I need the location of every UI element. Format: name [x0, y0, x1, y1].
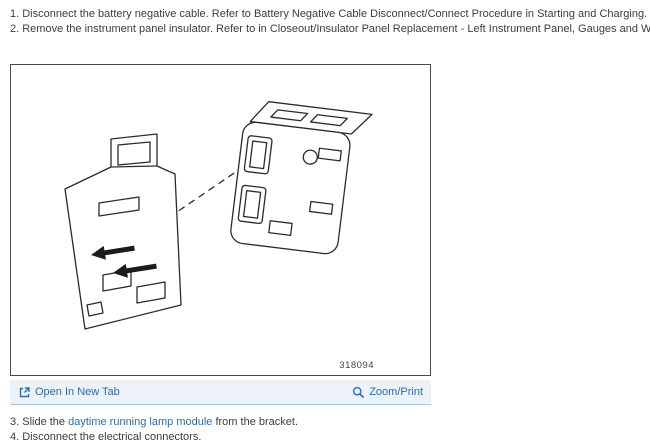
step-3: 3. Slide the daytime running lamp module…: [10, 415, 640, 430]
open-in-new-tab-link[interactable]: Open In New Tab: [18, 386, 120, 399]
steps-bottom: 3. Slide the daytime running lamp module…: [10, 415, 640, 445]
daytime-running-lamp-module-link[interactable]: daytime running lamp module: [68, 416, 213, 428]
open-in-new-tab-label: Open In New Tab: [35, 386, 120, 398]
figure-number: 318094: [339, 360, 374, 371]
zoom-print-link[interactable]: Zoom/Print: [352, 386, 423, 399]
step-4: 4. Disconnect the electrical connectors.: [10, 431, 202, 443]
external-link-icon: [19, 386, 30, 397]
step-1: 1. Disconnect the battery negative cable…: [10, 8, 648, 20]
figure-toolbar: Open In New Tab Zoom/Print: [10, 380, 431, 405]
step-2: 2. Remove the instrument panel insulator…: [10, 23, 650, 35]
step-3-text-post: from the bracket.: [212, 416, 298, 428]
step-3-text-pre: 3. Slide the: [10, 416, 69, 428]
figure-container: 318094 Open In New Tab Zoom/Print: [10, 64, 431, 405]
figure-box: 318094: [10, 64, 431, 376]
drl-module-bracket-diagram: [64, 101, 373, 330]
magnifier-icon: [353, 386, 365, 398]
zoom-print-label: Zoom/Print: [369, 386, 423, 398]
